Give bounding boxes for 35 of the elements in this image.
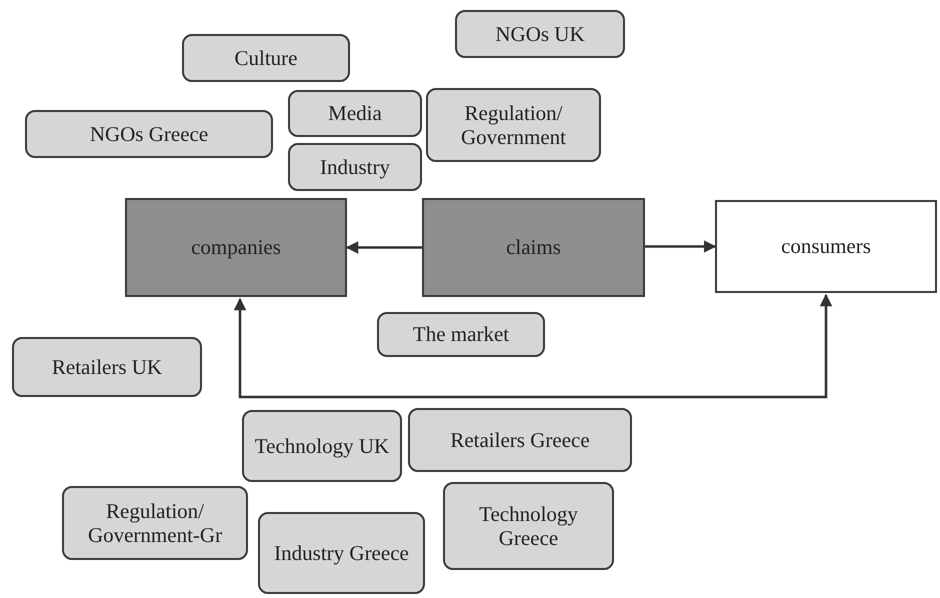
rounded-box — [377, 312, 545, 357]
rounded-box — [288, 90, 422, 137]
node-label: companies — [191, 235, 281, 260]
rounded-box — [182, 34, 350, 82]
node-label: Retailers UK — [52, 354, 162, 380]
node-label: Technology UK — [254, 434, 390, 458]
rounded-box — [288, 143, 422, 191]
rounded-box — [443, 482, 614, 570]
node-label: Industry — [320, 154, 390, 180]
rounded-box — [242, 410, 402, 482]
node-label: Culture — [234, 46, 298, 70]
rounded-box — [12, 337, 202, 397]
node-label: Technology Greece — [478, 502, 579, 550]
arrow — [234, 294, 832, 398]
outlined-box — [715, 200, 937, 293]
node-label: NGOs UK — [495, 22, 585, 46]
node-label: Media — [328, 101, 382, 126]
node-label: consumers — [781, 234, 871, 259]
node-label: NGOs Greece — [90, 122, 208, 146]
node-label: Regulation/ Government — [460, 100, 567, 150]
node-label: Industry Greece — [274, 540, 409, 566]
rounded-box — [258, 512, 425, 594]
rounded-box — [426, 88, 601, 162]
rounded-box — [408, 408, 632, 472]
node-label: Regulation/ Government-Gr — [86, 498, 224, 548]
rounded-box — [455, 10, 625, 58]
highlighted-box — [422, 198, 645, 297]
highlighted-box — [125, 198, 347, 297]
arrow — [346, 241, 422, 254]
rounded-box — [25, 110, 273, 158]
node-label: The market — [412, 322, 510, 347]
node-label: Retailers Greece — [450, 428, 590, 452]
node-label: claims — [506, 235, 561, 260]
arrow — [645, 240, 716, 253]
rounded-box — [62, 486, 248, 560]
